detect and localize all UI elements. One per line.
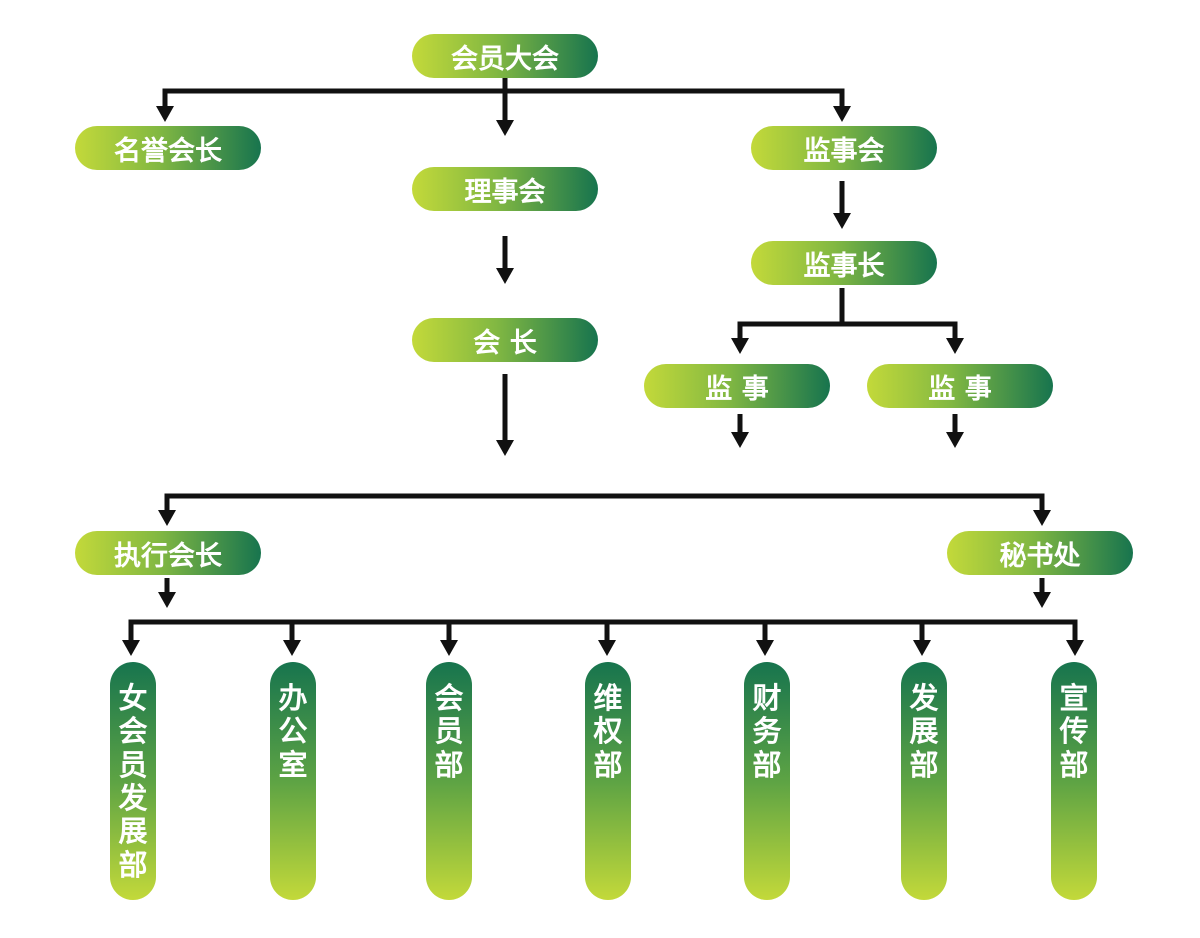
arrowhead [496,268,514,284]
dept-label: 会员部 [434,681,464,782]
arrowhead [598,640,616,656]
arrowhead [283,640,301,656]
dept-publicity: 宣传部 [1051,662,1097,900]
node-supervisory-board-label: 监事会 [803,135,885,167]
dept-development: 发展部 [901,662,947,900]
arrowhead [158,510,176,526]
arrowhead [913,640,931,656]
arrowhead [156,106,174,122]
node-president: 会 长 [412,318,598,362]
node-chief-supervisor: 监事长 [751,241,937,285]
arrowhead [833,213,851,229]
connector-line [128,619,1078,638]
node-secretariat-label: 秘书处 [999,540,1081,572]
arrowhead [833,106,851,122]
dept-office: 办公室 [270,662,316,900]
node-supervisory-board: 监事会 [751,126,937,170]
connector-line [737,321,958,343]
dept-label: 女会员发展部 [118,681,148,882]
dept-rights-protection: 维权部 [585,662,631,900]
dept-finance: 财务部 [744,662,790,900]
node-chief-supervisor-label: 监事长 [803,250,885,282]
arrowhead [731,432,749,448]
node-supervisor-2-label: 监 事 [928,373,992,405]
dept-label: 发展部 [909,681,939,782]
dept-label: 财务部 [752,681,782,782]
node-council: 理事会 [412,167,598,211]
arrowhead [158,592,176,608]
node-honorary-president: 名誉会长 [75,126,261,170]
arrowhead [496,120,514,136]
arrowhead [756,640,774,656]
dept-label: 宣传部 [1059,681,1089,782]
node-president-label: 会 长 [473,327,537,359]
dept-label: 办公室 [278,681,308,782]
node-supervisor-1: 监 事 [644,364,830,408]
arrowhead [440,640,458,656]
arrowhead [1066,640,1084,656]
node-supervisor-1-label: 监 事 [705,373,769,405]
node-executive-president-label: 执行会长 [114,540,222,572]
node-assembly-label: 会员大会 [451,43,559,75]
node-assembly: 会员大会 [412,34,598,78]
node-supervisor-2: 监 事 [867,364,1053,408]
node-secretariat: 秘书处 [947,531,1133,575]
node-honorary-president-label: 名誉会长 [114,135,222,167]
dept-women-member-development: 女会员发展部 [110,662,156,900]
connector-line [164,493,1045,512]
arrowhead [946,432,964,448]
arrowhead [122,640,140,656]
arrowhead [1033,592,1051,608]
node-executive-president: 执行会长 [75,531,261,575]
arrowhead [496,440,514,456]
dept-membership: 会员部 [426,662,472,900]
arrowhead [731,338,749,354]
node-council-label: 理事会 [464,176,546,208]
arrowhead [946,338,964,354]
arrowhead [1033,510,1051,526]
dept-label: 维权部 [593,681,623,782]
